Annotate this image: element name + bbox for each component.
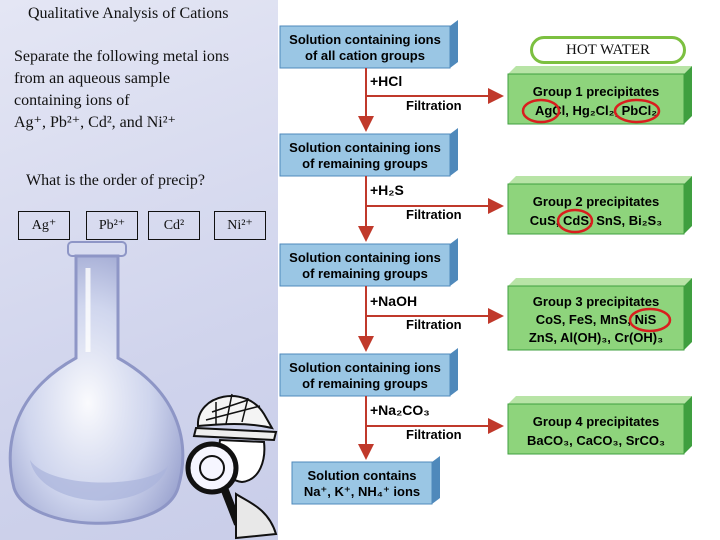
solution-text: Na⁺, K⁺, NH₄⁺ ions [304, 484, 420, 499]
solution-text: Solution contains [307, 468, 416, 483]
reagent-label: +NaOH [370, 293, 417, 309]
intro-line: Ag⁺, Pb²⁺, Cd², and Ni²⁺ [14, 114, 176, 131]
filtration-label: Filtration [406, 317, 462, 332]
group-members: CuS, CdS, SnS, Bi₂S₃ [530, 213, 662, 228]
group-members: CoS, FeS, MnS, NiS [536, 312, 657, 327]
intro-line: containing ions of [14, 92, 130, 109]
solution-text: Solution containing ions [289, 360, 441, 375]
solution-box-2: Solution containing ions of remaining gr… [279, 128, 458, 177]
detective-image [185, 393, 278, 540]
flowchart-panel: Solution containing ions of all cation g… [278, 0, 720, 540]
ion-box-ni[interactable]: Ni²⁺ [214, 211, 266, 240]
group-title: Group 3 precipitates [533, 294, 659, 309]
group-box-2: Group 2 precipitates CuS, CdS, SnS, Bi₂S… [507, 176, 692, 235]
slide-title: Qualitative Analysis of Cations [28, 5, 229, 22]
circle-annotation-cds [556, 208, 594, 234]
question-text: What is the order of precip? [26, 172, 206, 189]
filtration-label: Filtration [406, 98, 462, 113]
group-box-4: Group 4 precipitates BaCO₃, CaCO₃, SrCO₃ [507, 396, 692, 455]
circle-annotation-pbcl2 [613, 98, 661, 124]
solution-box-1: Solution containing ions of all cation g… [279, 20, 458, 69]
reagent-label: +H₂S [370, 182, 404, 198]
solution-text: Solution containing ions [289, 32, 441, 47]
circle-annotation-agcl [521, 98, 561, 124]
intro-line: Separate the following metal ions [14, 48, 230, 65]
solution-text: of remaining groups [302, 266, 428, 281]
solution-text: of all cation groups [305, 48, 425, 63]
solution-box-4: Solution containing ions of remaining gr… [279, 348, 458, 397]
ion-box-pb[interactable]: Pb²⁺ [86, 211, 138, 240]
solution-text: of remaining groups [302, 376, 428, 391]
filtration-label: Filtration [406, 427, 462, 442]
flask-image [8, 241, 185, 525]
hot-water-label: HOT WATER [530, 36, 686, 64]
group-members: AgCl, Hg₂Cl₂, PbCl₂ [535, 103, 657, 118]
solution-text: of remaining groups [302, 156, 428, 171]
intro-line: from an aqueous sample [14, 70, 170, 87]
reagent-label: +Na₂CO₃ [370, 402, 430, 418]
group-title: Group 4 precipitates [533, 414, 659, 429]
ion-box-ag[interactable]: Ag⁺ [18, 211, 70, 240]
group-box-3: Group 3 precipitates CoS, FeS, MnS, NiS … [507, 278, 692, 351]
solution-text: Solution containing ions [289, 140, 441, 155]
group-title: Group 2 precipitates [533, 194, 659, 209]
reagent-label: +HCl [370, 73, 402, 89]
solution-box-5: Solution contains Na⁺, K⁺, NH₄⁺ ions [291, 456, 440, 505]
group-title: Group 1 precipitates [533, 84, 659, 99]
circle-annotation-nis [628, 307, 672, 333]
solution-box-3: Solution containing ions of remaining gr… [279, 238, 458, 287]
group-members: BaCO₃, CaCO₃, SrCO₃ [527, 433, 665, 448]
group-box-1: Group 1 precipitates AgCl, Hg₂Cl₂, PbCl₂ [507, 66, 692, 125]
solution-text: Solution containing ions [289, 250, 441, 265]
ion-box-cd[interactable]: Cd² [148, 211, 200, 240]
intro-text: Separate the following metal ions from a… [14, 46, 229, 134]
flowchart: Solution containing ions of all cation g… [279, 20, 692, 505]
filtration-label: Filtration [406, 207, 462, 222]
group-members: ZnS, Al(OH)₃, Cr(OH)₃ [529, 330, 663, 345]
